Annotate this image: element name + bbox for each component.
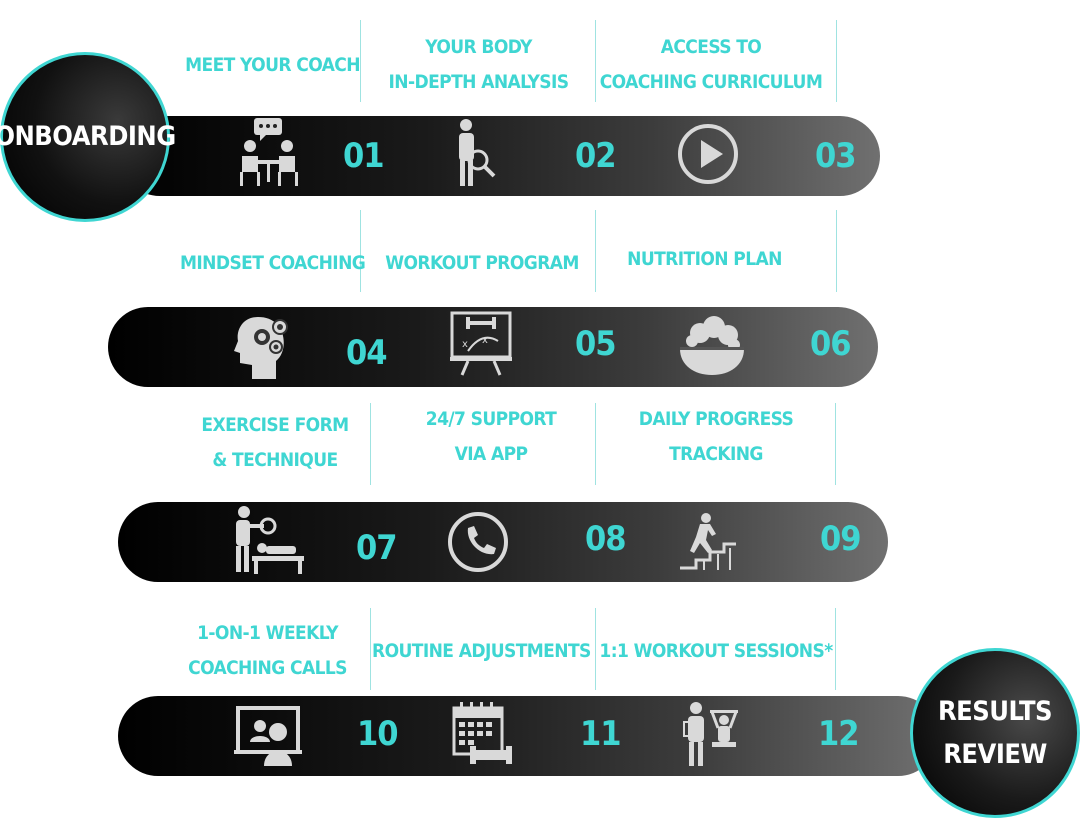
divider [595,20,596,102]
step-06-number: 06 [810,324,852,364]
step-01-label: MEET YOUR COACH [185,54,360,76]
step-08-number: 08 [585,519,627,559]
step-03-number: 03 [815,136,857,176]
results-review-line2: REVIEW [943,739,1047,770]
divider [360,20,361,102]
svg-text:x: x [482,335,488,346]
divider [360,210,361,292]
step-07-number: 07 [356,528,398,568]
onboarding-circle: ONBOARDING [0,52,176,222]
phone-icon [440,502,516,578]
step-04-label: MINDSET COACHING [180,252,366,274]
divider [835,403,836,485]
step-09-number: 09 [820,519,862,559]
step-05-number: 05 [575,324,617,364]
svg-text:x: x [462,339,468,350]
step-12-label: 1:1 WORKOUT SESSIONS* [599,640,833,662]
results-review-line1: RESULTS [937,695,1053,727]
play-icon [670,116,746,192]
trainer-bench-press-icon [228,502,304,578]
divider [370,608,371,690]
video-call-icon [230,696,306,772]
personal-training-icon [672,696,748,772]
salad-bowl-icon [674,307,750,383]
progress-stairs-icon [670,502,746,578]
divider [595,608,596,690]
divider [595,210,596,292]
mindset-gears-icon [228,307,304,383]
results-review-circle: RESULTS REVIEW [910,648,1080,818]
step-06-label: NUTRITION PLAN [627,248,782,270]
step-11-number: 11 [580,714,622,754]
step-11-label: ROUTINE ADJUSTMENTS [372,640,591,662]
step-07-label: EXERCISE FORM& TECHNIQUE [201,414,349,471]
step-10-number: 10 [357,714,399,754]
step-05-label: WORKOUT PROGRAM [385,252,579,274]
divider [370,403,371,485]
onboarding-label: ONBOARDING [0,121,176,153]
step-12-number: 12 [818,714,860,754]
coach-meeting-icon [232,116,308,192]
divider [595,403,596,485]
step-04-number: 04 [346,333,388,373]
workout-plan-board-icon: x x [448,307,524,383]
divider [836,20,837,102]
body-analysis-icon [440,116,516,192]
divider [836,210,837,292]
step-01-number: 01 [343,136,385,176]
step-02-number: 02 [575,136,617,176]
calendar-icon [448,696,524,772]
divider [835,608,836,690]
